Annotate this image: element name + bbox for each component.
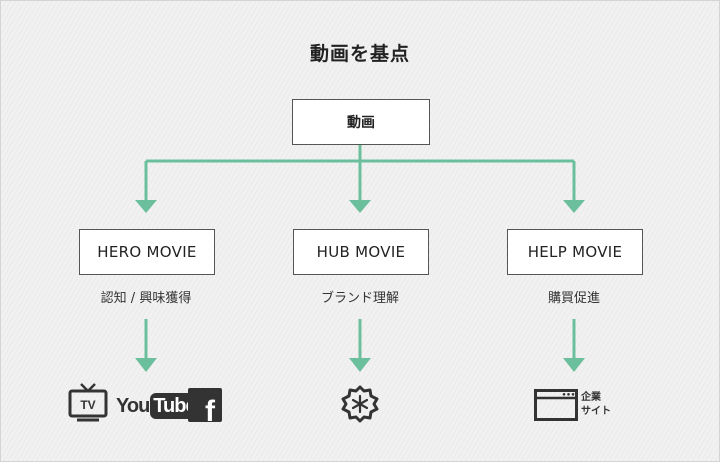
purpose-label-hero: 認知 / 興味獲得 [100, 291, 192, 306]
purpose-label-help: 購買促進 [547, 291, 600, 306]
youtube-logo: You Tube [116, 393, 199, 419]
tv-icon: TV [68, 383, 108, 422]
youtube-logo-you: You [116, 394, 150, 417]
corporate-site-icon [534, 389, 578, 421]
corporate-site-label-line2: サイト [581, 406, 611, 417]
root-node-video: 動画 [292, 99, 430, 145]
arrowhead-hero-lower [135, 358, 157, 372]
corporate-site-label-line1: 企業 [581, 392, 601, 403]
category-node-help: HELP MOVIE [507, 229, 643, 275]
diagram-title: 動画を基点 [309, 43, 410, 65]
category-node-hero: HERO MOVIE [79, 229, 215, 275]
arrowhead-help-lower [563, 358, 585, 372]
category-node-hub: HUB MOVIE [293, 229, 429, 275]
arrowhead-hub-lower [349, 358, 371, 372]
brand-emblem-icon [341, 385, 379, 423]
purpose-label-hub: ブランド理解 [320, 291, 399, 306]
facebook-icon-letter: f [205, 395, 216, 422]
arrowhead-help [563, 200, 585, 213]
arrowhead-hub [349, 200, 371, 213]
tv-icon-label: TV [80, 398, 95, 412]
corporate-site-label: 企業 サイト [581, 391, 611, 419]
arrowhead-hero [135, 200, 157, 213]
facebook-icon: f [188, 388, 222, 422]
